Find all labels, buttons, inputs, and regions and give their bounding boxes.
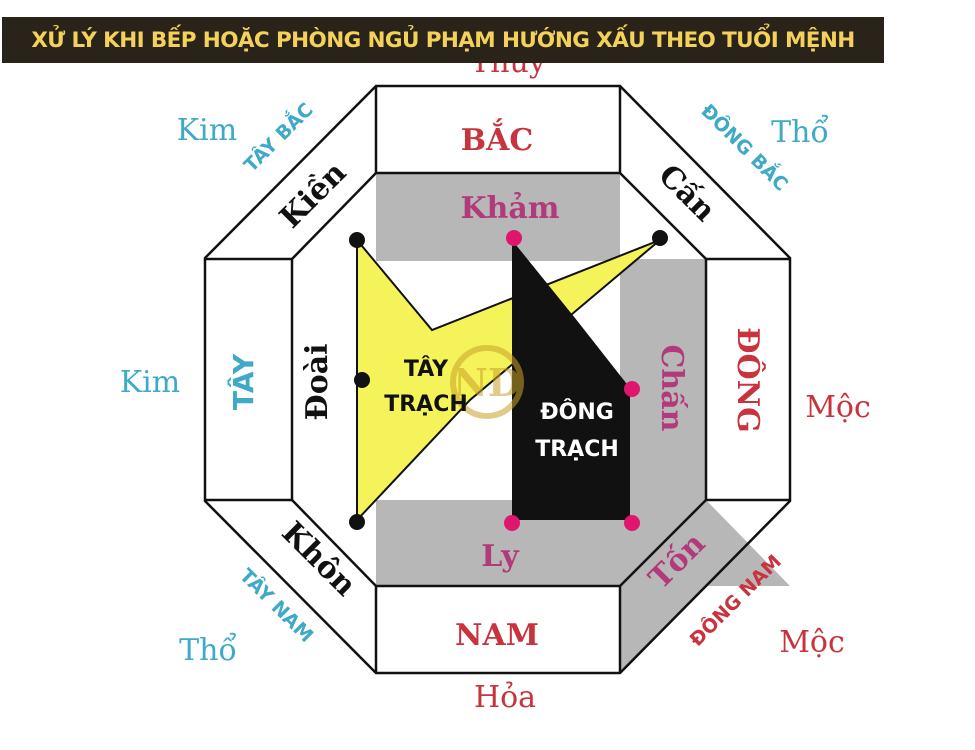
ly-point <box>504 515 520 531</box>
watermark-logo: ND <box>450 345 524 419</box>
trigram-ly: Ly <box>481 539 520 574</box>
watermark-text: ND <box>453 360 521 405</box>
trigram-kien: Kiền <box>273 155 353 235</box>
trigram-doai: Đoài <box>300 343 335 420</box>
element-northeast: Thổ <box>771 114 829 150</box>
dong-trach-shape <box>512 240 630 520</box>
direction-east: ĐÔNG <box>730 327 766 432</box>
chan-point <box>624 381 640 397</box>
direction-southwest: TÂY NAM <box>235 564 318 647</box>
doai-point <box>354 372 370 388</box>
dong-trach-line1: ĐÔNG <box>540 399 614 425</box>
element-southwest: Thổ <box>179 632 237 668</box>
element-southeast: Mộc <box>779 625 845 660</box>
kham-point <box>506 230 522 246</box>
element-east: Mộc <box>805 390 871 425</box>
can-point <box>652 230 668 246</box>
dong-trach-line2: TRẠCH <box>535 437 619 462</box>
tay-trach-line1: TÂY <box>404 356 449 382</box>
frame-lines <box>203 84 792 675</box>
ton-point <box>624 515 640 531</box>
kham-zone <box>376 173 620 261</box>
direction-north: BẮC <box>461 118 534 158</box>
trigram-can: Cấn <box>651 158 722 229</box>
khon-point <box>349 514 365 530</box>
element-bottom: Hỏa <box>474 680 536 715</box>
title-banner: XỬ LÝ KHI BẾP HOẶC PHÒNG NGỦ PHẠM HƯỚNG … <box>2 17 884 63</box>
direction-northwest: TÂY BẮC <box>237 96 318 177</box>
kien-point <box>349 232 365 248</box>
direction-south: NAM <box>455 618 539 653</box>
trigram-chan: Chấn <box>654 345 689 432</box>
trigram-kham: Khảm <box>460 191 559 226</box>
banner-title: XỬ LÝ KHI BẾP HOẶC PHÒNG NGỦ PHẠM HƯỚNG … <box>31 27 855 53</box>
element-northwest: Kim <box>177 113 237 148</box>
direction-west: TÂY <box>226 353 260 410</box>
chan-zone <box>620 259 706 500</box>
trigram-points <box>349 230 668 531</box>
element-west: Kim <box>120 365 180 400</box>
tay-trach-line2: TRẠCH <box>384 392 468 417</box>
